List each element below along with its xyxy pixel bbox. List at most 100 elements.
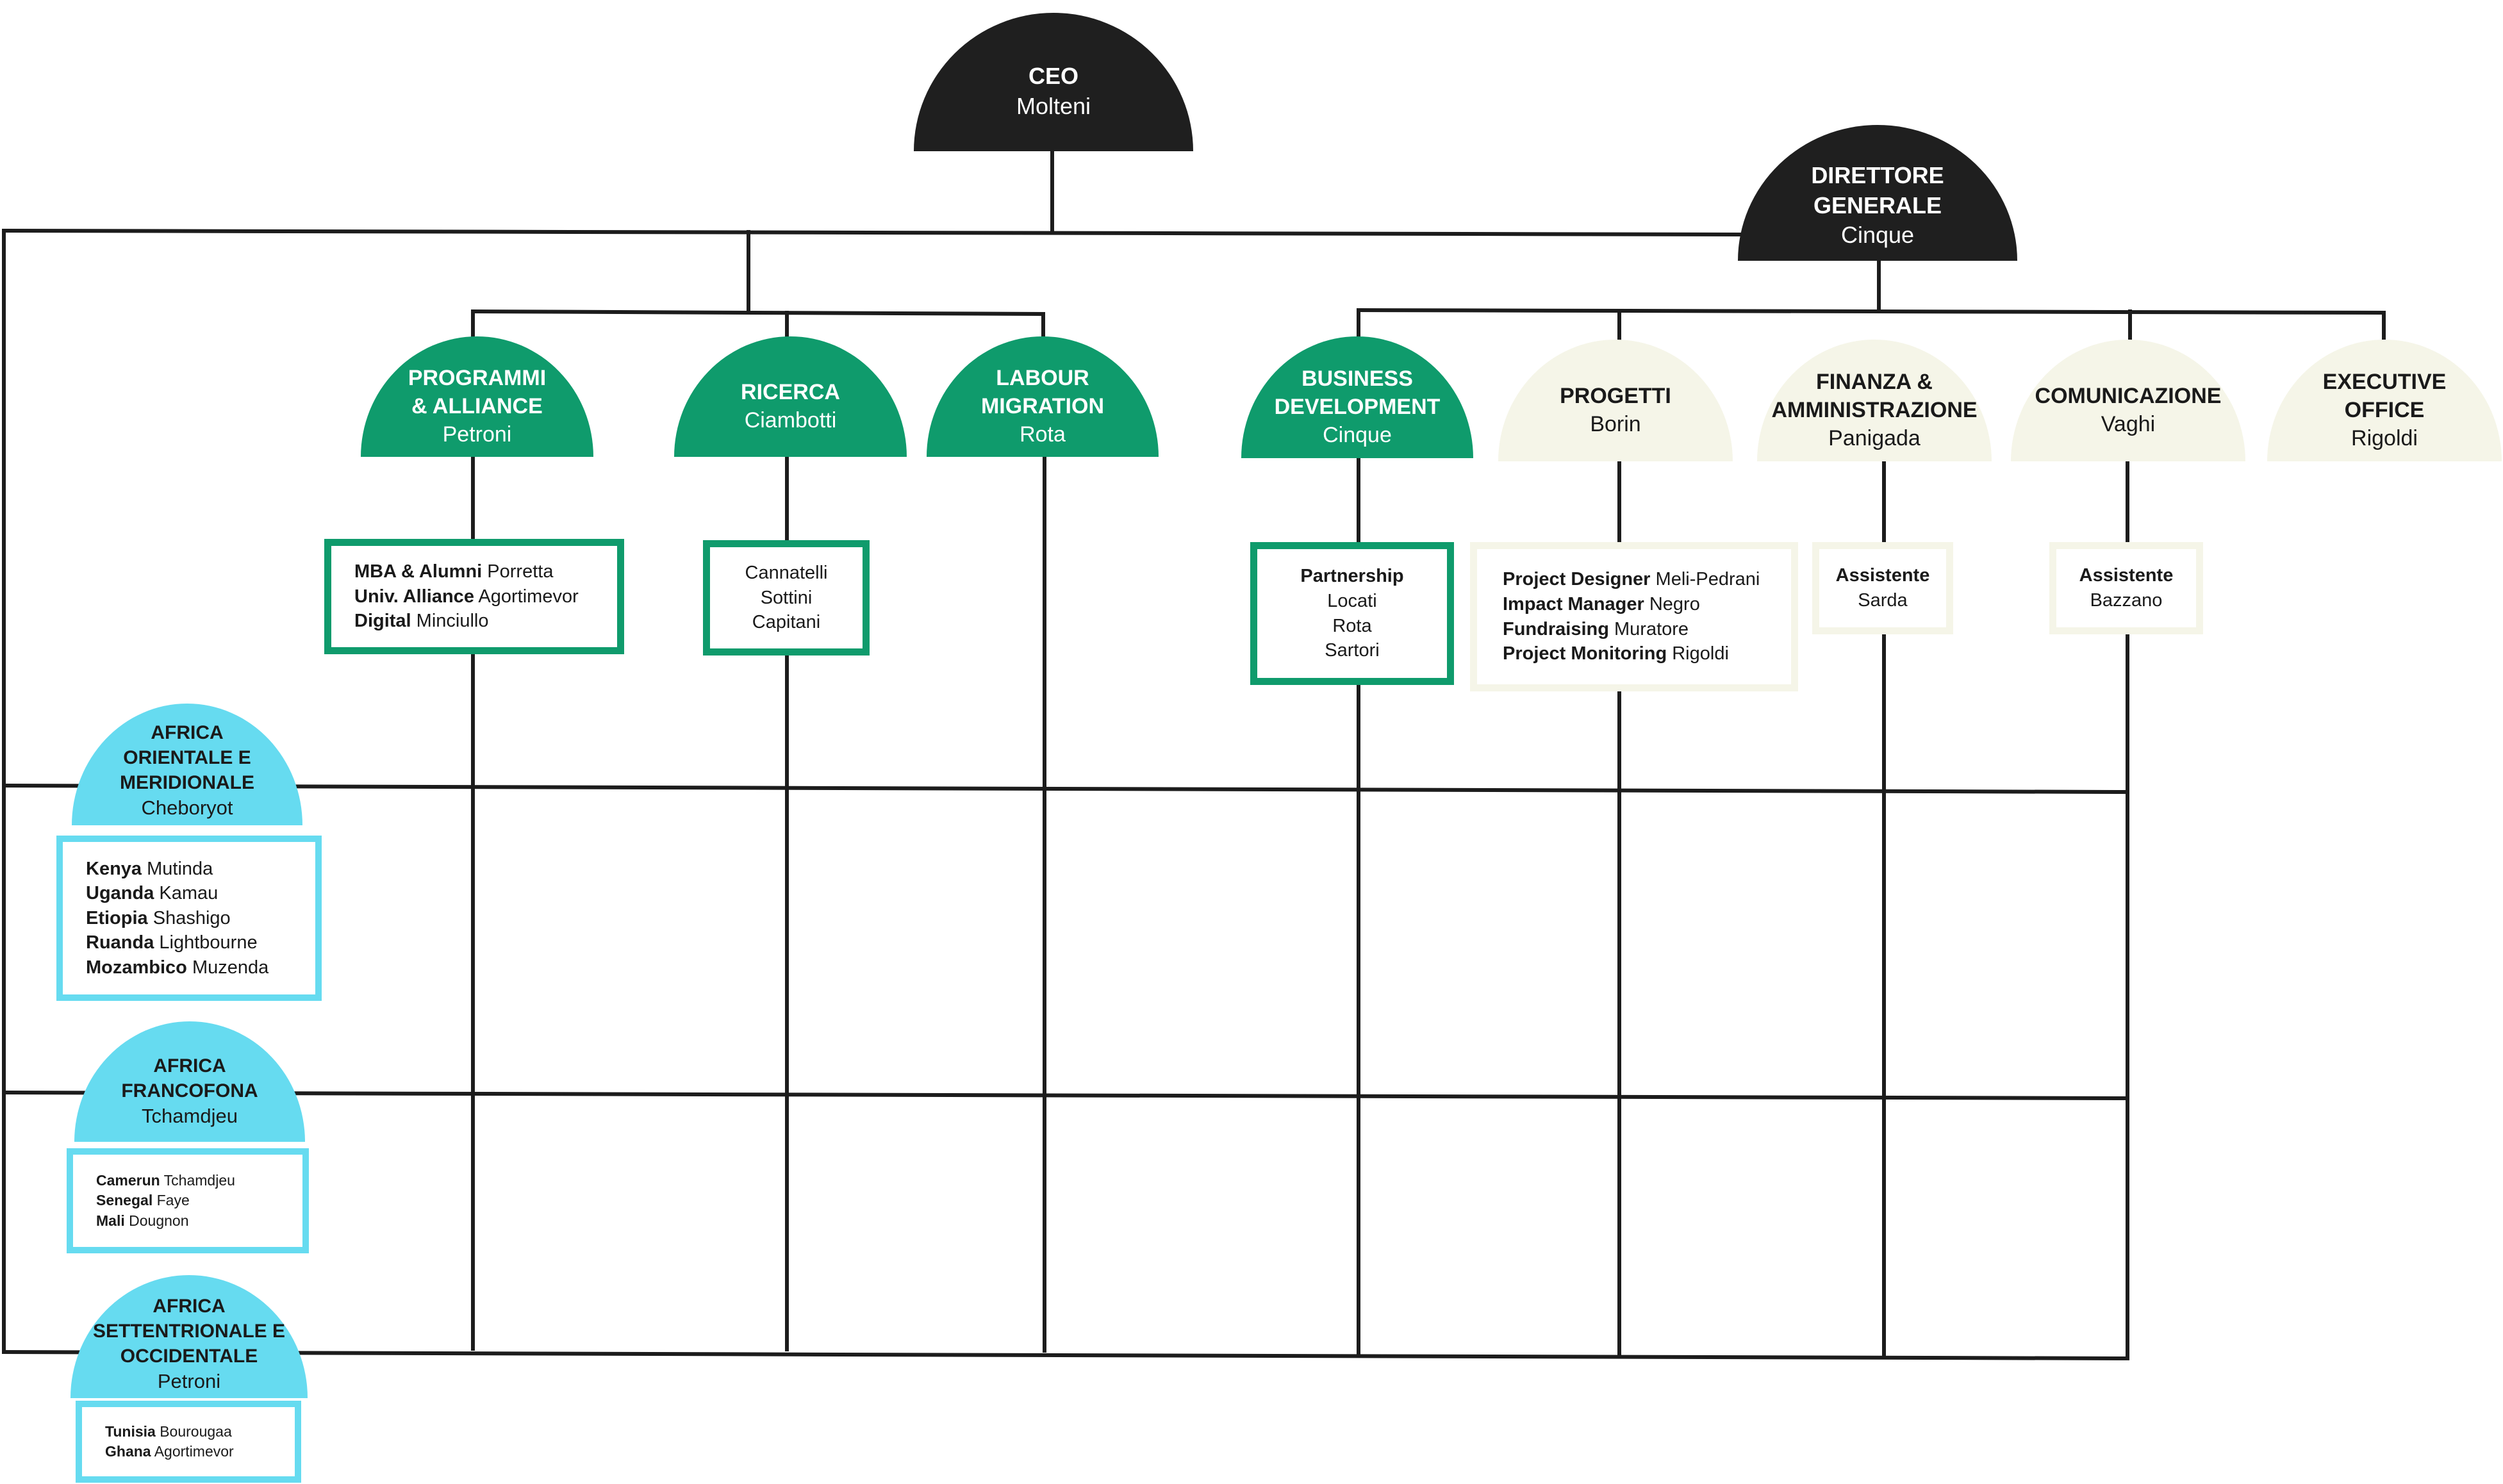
person-name: Porretta bbox=[482, 561, 554, 582]
role-label: Impact Manager bbox=[1503, 593, 1644, 614]
country-label: Tunisia bbox=[105, 1422, 156, 1440]
unit-name: Panigada bbox=[1828, 426, 1921, 451]
role-label: Project Designer bbox=[1503, 569, 1651, 590]
comunicazione-assistant-box: Assistente Bazzano bbox=[2049, 542, 2203, 634]
region-name: Tchamdjeu bbox=[142, 1104, 238, 1127]
country-label: Kenya bbox=[86, 858, 142, 879]
ceo-name: Molteni bbox=[1016, 93, 1091, 119]
region-africa-orientale-meridionale[interactable]: AFRICA ORIENTALE E MERIDIONALE Cheboryot bbox=[72, 704, 302, 825]
progetti-team-box: Project Designer Meli-Pedrani Impact Man… bbox=[1470, 542, 1798, 691]
connector bbox=[1356, 308, 2386, 315]
unit-title: LABOUR MIGRATION bbox=[980, 365, 1104, 418]
role-label: Fundraising bbox=[1503, 618, 1609, 639]
country-row: Ruanda Lightbourne bbox=[86, 930, 258, 955]
unit-name: Rigoldi bbox=[2351, 426, 2418, 451]
person-name: Kamau bbox=[154, 883, 219, 904]
team-member: Project Monitoring Rigoldi bbox=[1503, 641, 1729, 666]
country-row: Mali Dougnon bbox=[96, 1211, 188, 1231]
role-label: Assistente bbox=[1835, 565, 1930, 586]
person-name: Agortimevor bbox=[151, 1443, 234, 1460]
country-label: Etiopia bbox=[86, 907, 148, 928]
person-name: Sarda bbox=[1858, 590, 1908, 611]
role-label: Partnership bbox=[1300, 566, 1404, 587]
programmi-team-box: MBA & Alumni Porretta Univ. Alliance Ago… bbox=[324, 539, 624, 654]
person-name: Bourougaa bbox=[155, 1422, 232, 1440]
team-member: Fundraising Muratore bbox=[1503, 617, 1689, 642]
unit-title: FINANZA & AMMINISTRAZIONE bbox=[1771, 369, 1978, 422]
person-name: Negro bbox=[1644, 593, 1700, 614]
country-label: Ruanda bbox=[86, 932, 154, 953]
country-label: Senegal bbox=[96, 1192, 153, 1209]
unit-name: Cinque bbox=[1323, 423, 1392, 448]
country-row: Ghana Agortimevor bbox=[105, 1442, 234, 1462]
country-row: Tunisia Bourougaa bbox=[105, 1422, 232, 1442]
person-name: Minciullo bbox=[411, 611, 489, 632]
ricerca-team-box: Cannatelli Sottini Capitani bbox=[703, 540, 870, 655]
team-member: Digital Minciullo bbox=[354, 609, 489, 634]
person-name: Rota bbox=[1332, 615, 1372, 636]
connector bbox=[1, 1090, 2130, 1101]
region-name: Cheboryot bbox=[141, 796, 233, 820]
country-label: Mali bbox=[96, 1212, 125, 1229]
unit-name: Vaghi bbox=[2101, 412, 2156, 436]
role-label: Digital bbox=[354, 611, 411, 632]
person-name: Meli-Pedrani bbox=[1650, 569, 1760, 590]
role-label: Assistente bbox=[2079, 565, 2174, 586]
country-row: Senegal Faye bbox=[96, 1191, 190, 1210]
region-title: AFRICA FRANCOFONA bbox=[121, 1055, 258, 1101]
dg-name: Cinque bbox=[1840, 222, 1915, 249]
role-label: MBA & Alumni bbox=[354, 561, 483, 582]
person-name: Muzenda bbox=[186, 957, 269, 978]
unit-name: Ciambotti bbox=[744, 408, 837, 433]
country-label: Mozambico bbox=[86, 957, 187, 978]
finanza-assistant-box: Assistente Sarda bbox=[1812, 542, 1953, 634]
region-countries-box: Camerun Tchamdjeu Senegal Faye Mali Doug… bbox=[67, 1148, 309, 1253]
unit-title: BUSINESS DEVELOPMENT bbox=[1274, 366, 1441, 419]
team-member: Univ. Alliance Agortimevor bbox=[354, 584, 579, 609]
country-row: Mozambico Muzenda bbox=[86, 955, 268, 980]
person-name: Lightbourne bbox=[154, 932, 258, 953]
person-name: Cannatelli bbox=[745, 563, 828, 584]
person-name: Shashigo bbox=[147, 907, 231, 928]
region-title: AFRICA SETTENTRIONALE E OCCIDENTALE bbox=[92, 1296, 285, 1367]
person-name: Sottini bbox=[760, 587, 813, 608]
ceo-title: CEO bbox=[1028, 63, 1078, 90]
country-label: Uganda bbox=[86, 883, 154, 904]
unit-name: Petroni bbox=[442, 422, 512, 447]
person-name: Bazzano bbox=[2090, 590, 2163, 611]
business-team-box: Partnership Locati Rota Sartori bbox=[1250, 542, 1454, 685]
person-name: Agortimevor bbox=[474, 586, 579, 607]
region-countries-box: Kenya Mutinda Uganda Kamau Etiopia Shash… bbox=[56, 836, 322, 1001]
region-name: Petroni bbox=[157, 1370, 221, 1393]
person-name: Sartori bbox=[1325, 640, 1380, 661]
person-name: Mutinda bbox=[142, 858, 213, 879]
unit-title: RICERCA bbox=[741, 379, 840, 404]
unit-title: COMUNICAZIONE bbox=[2035, 383, 2222, 408]
role-label: Univ. Alliance bbox=[354, 586, 474, 607]
region-title: AFRICA ORIENTALE E MERIDIONALE bbox=[120, 722, 254, 794]
connector bbox=[470, 309, 1046, 317]
country-row: Kenya Mutinda bbox=[86, 857, 213, 882]
person-name: Locati bbox=[1327, 590, 1377, 611]
connector bbox=[1, 1349, 2130, 1361]
person-name: Faye bbox=[153, 1192, 190, 1209]
team-member: Project Designer Meli-Pedrani bbox=[1503, 567, 1760, 592]
team-member: Impact Manager Negro bbox=[1503, 592, 1700, 617]
country-row: Camerun Tchamdjeu bbox=[96, 1171, 235, 1191]
person-name: Dougnon bbox=[124, 1212, 189, 1229]
country-row: Uganda Kamau bbox=[86, 881, 218, 906]
connector bbox=[1, 783, 2130, 795]
unit-title: PROGETTI bbox=[1560, 383, 1671, 408]
role-label: Project Monitoring bbox=[1503, 643, 1667, 664]
connector bbox=[1, 228, 1746, 237]
person-name: Rigoldi bbox=[1667, 643, 1729, 664]
unit-title: PROGRAMMI & ALLIANCE bbox=[408, 365, 547, 418]
unit-name: Rota bbox=[1020, 422, 1066, 447]
country-row: Etiopia Shashigo bbox=[86, 906, 231, 931]
person-name: Capitani bbox=[752, 612, 821, 633]
team-member: MBA & Alumni Porretta bbox=[354, 559, 553, 584]
country-label: Ghana bbox=[105, 1443, 151, 1460]
region-africa-settentrionale-occidentale[interactable]: AFRICA SETTENTRIONALE E OCCIDENTALE Petr… bbox=[70, 1275, 308, 1398]
unit-title: EXECUTIVE OFFICE bbox=[2322, 369, 2447, 422]
person-name: Muratore bbox=[1608, 618, 1689, 639]
